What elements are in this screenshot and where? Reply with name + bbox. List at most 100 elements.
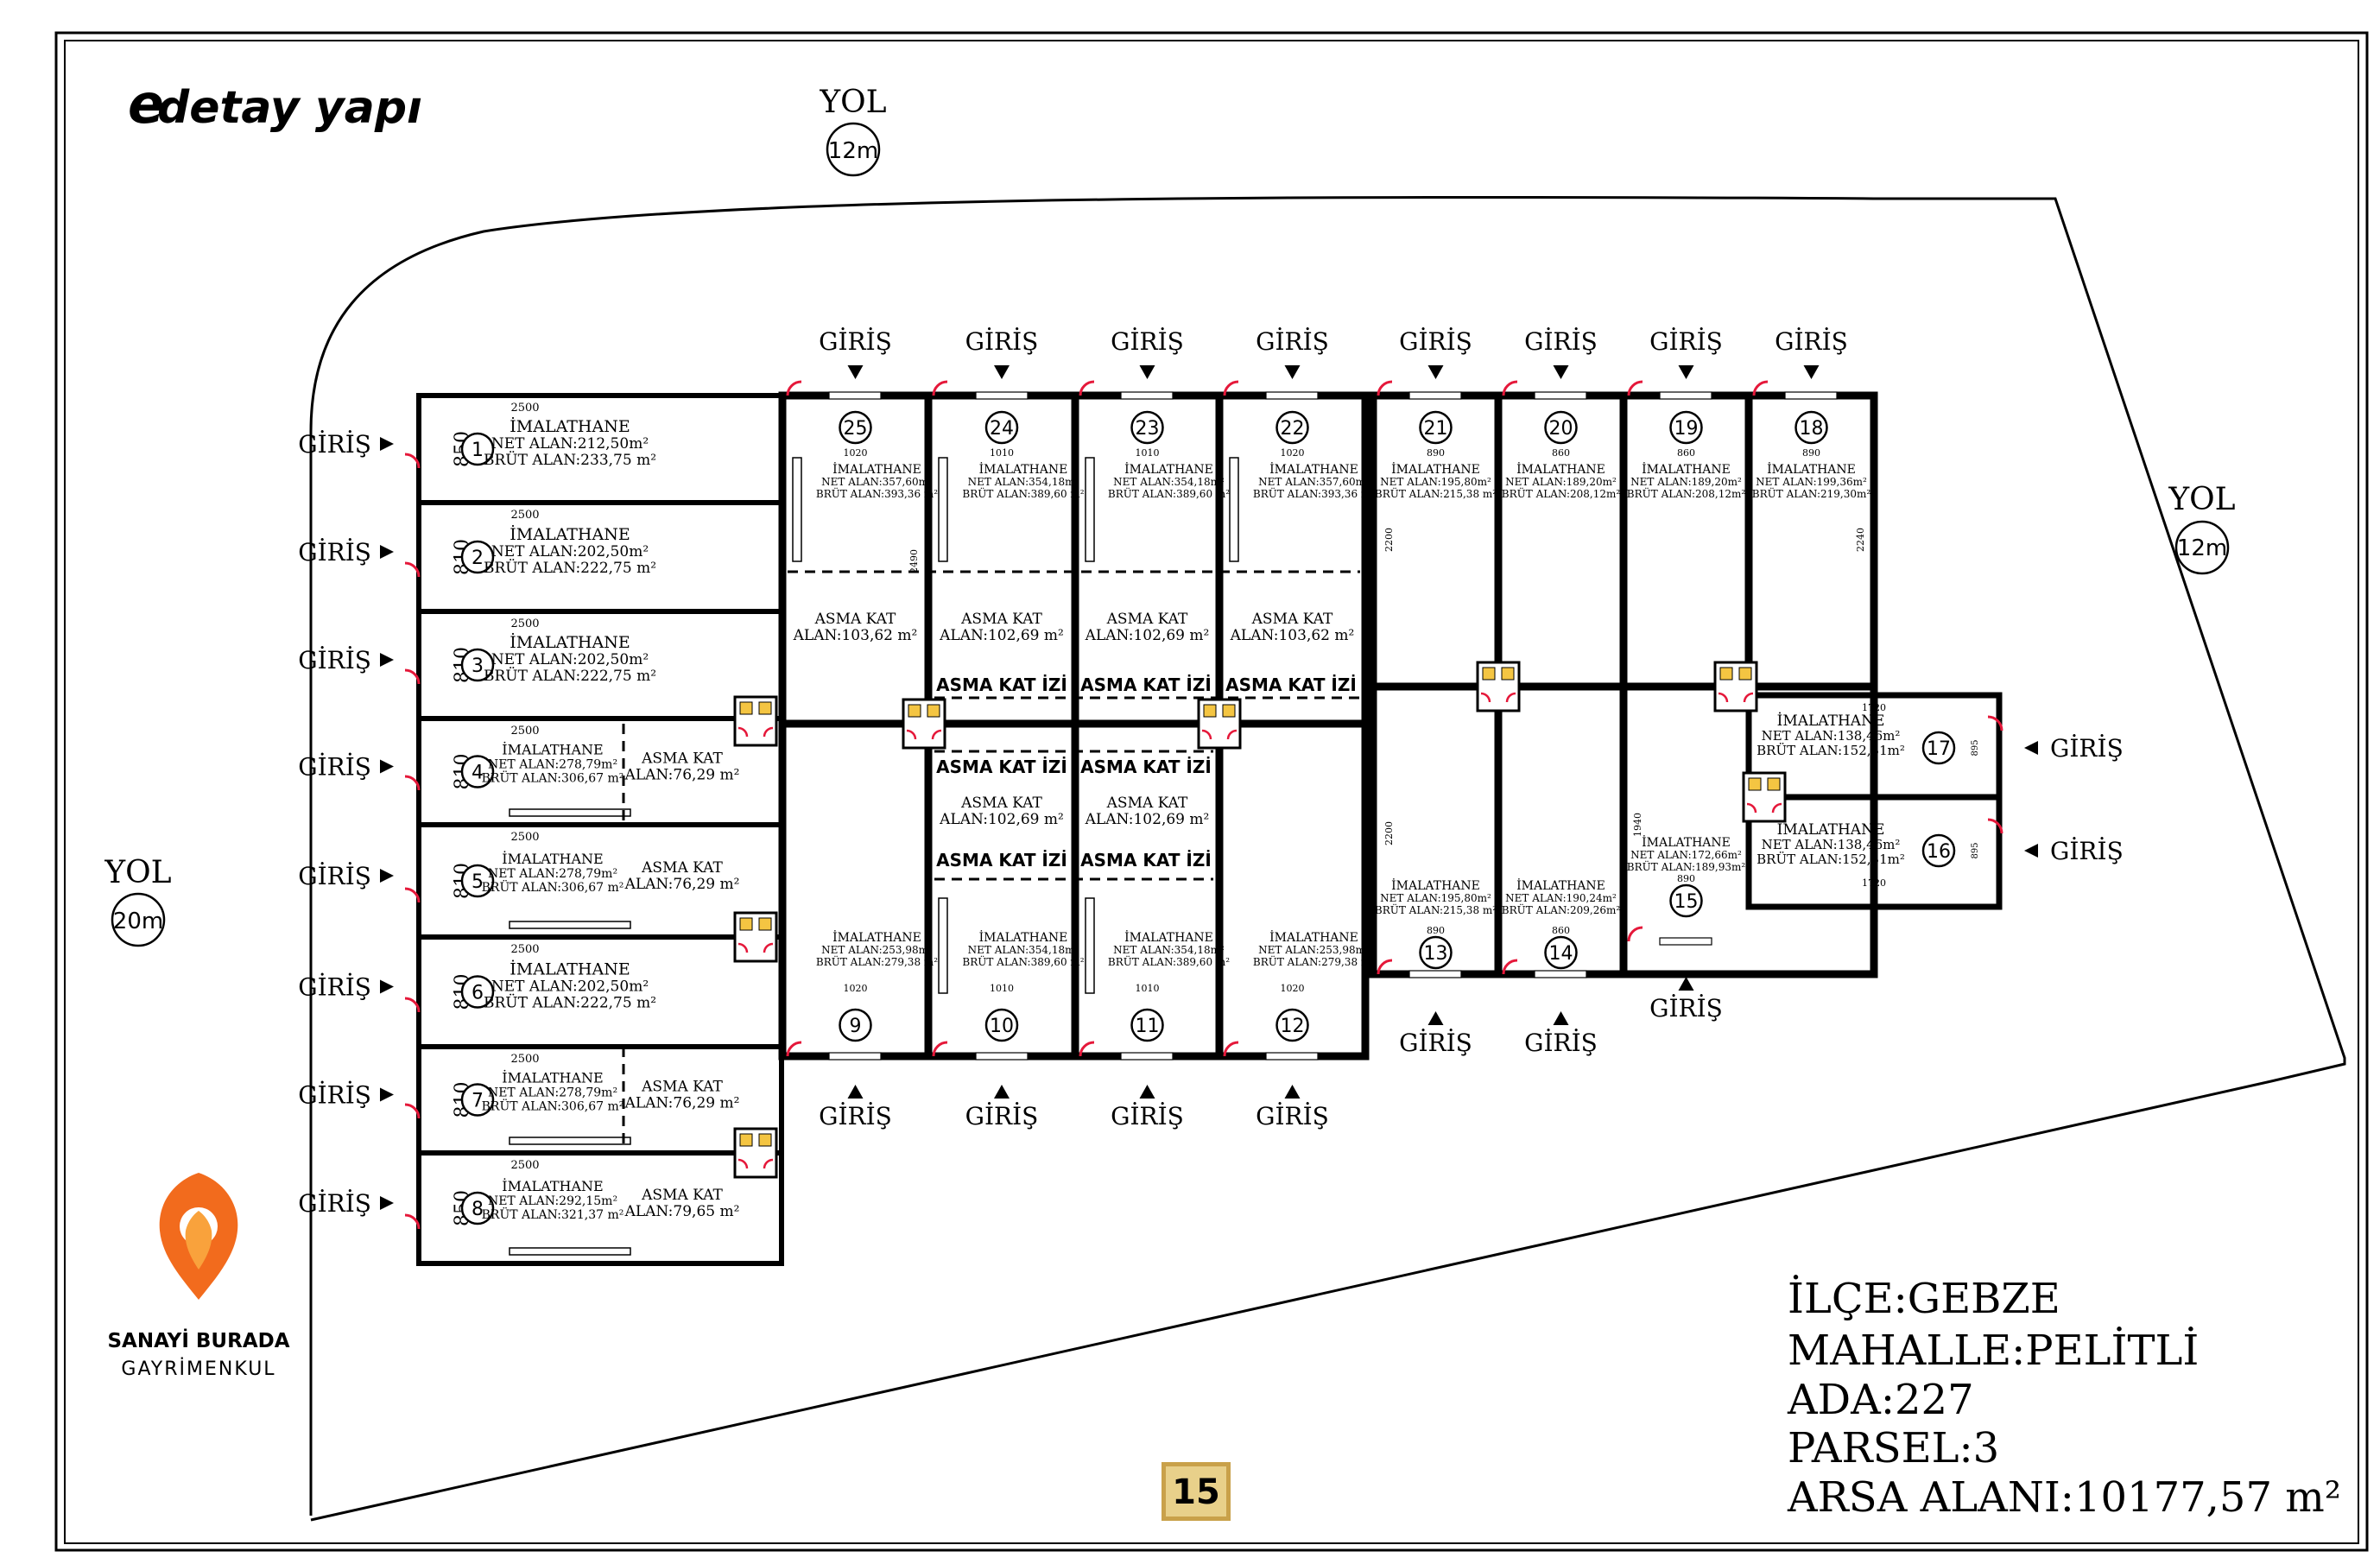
unit-name: İMALATHANE [502, 1177, 603, 1194]
door-swing-icon [931, 729, 942, 740]
entrance-label: GİRİŞ [2050, 837, 2124, 865]
entrance-label: GİRİŞ [2050, 734, 2124, 763]
unit-name: İMALATHANE [502, 741, 603, 758]
unit-gross-area: BRÜT ALAN:389,60 m² [962, 486, 1084, 500]
unit-width-dim: 1010 [990, 983, 1014, 994]
roller-door-icon [975, 391, 1029, 400]
unit-number-badge [460, 975, 495, 1009]
entrance-label: GİRİŞ [1775, 327, 1848, 356]
entrance-label: GİRİŞ [298, 646, 371, 674]
arrow-up-icon [1427, 1011, 1444, 1025]
door-swing-icon [1201, 729, 1212, 740]
door-swing-icon [1377, 380, 1393, 396]
door-swing-icon [1718, 692, 1729, 703]
unit-net-area: NET ALAN:354,18m² [968, 476, 1079, 488]
road-top-label: YOL [819, 85, 886, 120]
unit-number: 22 [1281, 418, 1305, 440]
unit-width-dim: 1020 [844, 983, 868, 994]
unit-net-area: NET ALAN:195,80m² [1380, 892, 1491, 904]
roller-door-icon [1408, 391, 1462, 400]
roller-door-icon [1120, 1052, 1174, 1061]
door-swing-icon [1502, 380, 1518, 396]
unit-gross-area: BRÜT ALAN:306,67 m² [482, 879, 624, 895]
unit-number: 7 [472, 1091, 484, 1112]
unit-gross-area: BRÜT ALAN:152,31m² [1757, 852, 1905, 867]
roller-door-icon [1784, 391, 1838, 400]
arrow-right-icon [380, 1196, 394, 1210]
entrance-left-5: GİRİŞ [298, 862, 394, 890]
unit-net-area: NET ALAN:202,50m² [491, 651, 649, 668]
mezzanine-label: ASMA KAT [641, 1079, 723, 1096]
mezzanine-area: ALAN:76,29 m² [624, 1095, 740, 1112]
unit-number-badge [1544, 935, 1578, 970]
unit-gross-area: BRÜT ALAN:233,75 m² [484, 451, 656, 469]
entrance-top-25: GİRİŞ [819, 327, 892, 379]
depth-dim: 2490 [908, 549, 920, 573]
entrance-right-top-18: GİRİŞ [1775, 327, 1848, 379]
unit-name: İMALATHANE [832, 929, 921, 945]
unit-name: İMALATHANE [1777, 712, 1885, 730]
unit-width-dim: 1020 [1281, 447, 1305, 459]
arrow-down-icon [847, 365, 864, 379]
roller-door-icon [975, 1052, 1029, 1061]
wc-core [1476, 661, 1521, 712]
parcel-district: İLÇE:GEBZE [1788, 1274, 2060, 1323]
arrow-right-icon [380, 979, 394, 994]
stair-icon [792, 457, 802, 562]
unit-width-dim: 1720 [1862, 877, 1886, 889]
door-swing-icon [1627, 926, 1643, 942]
entrance-right-bottom-14: GİRİŞ [1524, 1011, 1598, 1057]
unit-width-dim: 2500 [510, 402, 539, 415]
entrance-label: GİRİŞ [1399, 327, 1472, 356]
unit-net-area: NET ALAN:202,50m² [491, 543, 649, 560]
door-swing-icon [404, 887, 421, 903]
unit-net-area: NET ALAN:354,18m² [968, 944, 1079, 956]
entrance-right-top-20: GİRİŞ [1524, 327, 1598, 379]
brand-logo-name: detay yapı [157, 82, 422, 134]
parcel-number: PARSEL:3 [1788, 1424, 1999, 1472]
unit-net-area: NET ALAN:202,50m² [491, 978, 649, 996]
entrance-bottom-11: GİRİŞ [1111, 1085, 1184, 1130]
door-swing-icon [763, 1158, 774, 1169]
entrance-label: GİRİŞ [1399, 1029, 1472, 1057]
stair-icon [938, 457, 948, 562]
unit-number-badge [1921, 731, 1956, 765]
unit-width-dim: 890 [1427, 447, 1445, 459]
unit-net-area: NET ALAN:199,36m² [1756, 476, 1867, 488]
mezzanine-area: ALAN:76,29 m² [624, 767, 740, 784]
door-swing-icon [786, 380, 802, 396]
unit-number: 24 [990, 418, 1014, 440]
unit-name: İMALATHANE [1777, 820, 1885, 839]
unit-gross-area: BRÜT ALAN:222,75 m² [484, 559, 656, 577]
mezzanine-area: ALAN:79,65 m² [624, 1203, 740, 1220]
unit-8: 25008508İMALATHANENET ALAN:292,15m²BRÜT … [452, 1159, 740, 1256]
unit-name: İMALATHANE [832, 461, 921, 477]
wc-icon [1738, 667, 1752, 681]
arrow-down-icon [1427, 365, 1444, 379]
entrance-left-2: GİRİŞ [298, 538, 394, 567]
unit-name: İMALATHANE [1642, 834, 1731, 850]
unit-net-area: NET ALAN:253,98m² [821, 944, 933, 956]
unit-number: 17 [1927, 738, 1951, 760]
depth-dim: 2240 [1855, 528, 1866, 552]
building-outlines [416, 391, 2003, 1266]
mezzanine-label: ASMA KAT [1251, 611, 1333, 628]
door-swing-icon [1377, 959, 1393, 975]
unit-net-area: NET ALAN:189,20m² [1505, 476, 1617, 488]
entrance-bottom-9: GİRİŞ [819, 1085, 892, 1130]
unit-net-area: NET ALAN:172,66m² [1630, 849, 1742, 861]
unit-width-dim: 860 [1552, 925, 1570, 936]
unit-number: 19 [1674, 418, 1699, 440]
stair-icon [509, 1137, 631, 1145]
logo-line2: GAYRİMENKUL [121, 1358, 275, 1380]
door-swing-icon [1987, 818, 2003, 834]
mezzanine-area: ALAN:103,62 m² [793, 627, 918, 644]
unit-net-area: NET ALAN:138,46m² [1762, 728, 1901, 744]
mezzanine-area: ALAN:102,69 m² [1085, 627, 1210, 644]
arrow-down-icon [1803, 365, 1820, 379]
unit-gross-area: BRÜT ALAN:222,75 m² [484, 994, 656, 1012]
